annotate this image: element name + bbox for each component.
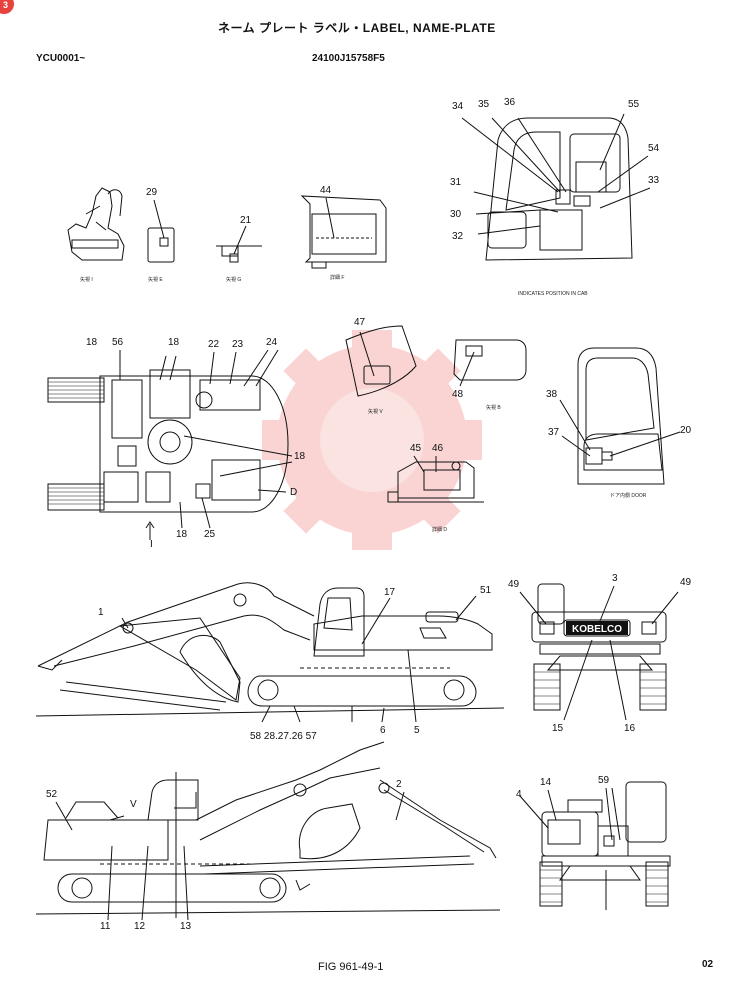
callout-29: 29 [146,187,158,198]
callout-view-v: V [130,799,137,810]
callout-51: 51 [480,585,492,596]
caption-view-e: 矢視 E [148,277,163,283]
callout-20: 20 [680,425,692,436]
callout-25: 25 [204,529,216,540]
callout-35: 35 [478,99,490,110]
figure-number: FIG 961-49-1 [318,961,384,973]
watermark-inner [320,388,424,492]
kobelco-plate-text: KOBELCO [572,624,622,635]
callout-16: 16 [624,723,636,734]
top-plan-view [47,349,293,540]
callout-6: 6 [380,725,386,736]
callout-38: 38 [546,389,558,400]
callout-45: 45 [410,443,422,454]
callout-18-c: 18 [294,451,306,462]
corner-badge-number: 3 [3,0,9,10]
callout-5: 5 [414,725,420,736]
callout-view-d: D [290,487,298,498]
caption-door-inside: ドア内側 DOOR [610,493,647,499]
callout-1: 1 [98,607,104,618]
cab-door-sketch [559,347,681,485]
excavator-side-right [35,582,505,723]
callout-44: 44 [320,185,332,196]
callout-17: 17 [384,587,396,598]
callout-22: 22 [208,339,220,350]
callout-49-right: 49 [680,577,692,588]
callout-33: 33 [648,175,660,186]
caption-detail-d: 詳細 D [432,527,448,533]
caption-view-g: 矢視 G [226,277,242,283]
callout-13: 13 [180,921,192,932]
excavator-side-left [35,741,501,921]
callout-34: 34 [452,101,464,112]
callout-11: 11 [100,921,111,932]
callout-52: 52 [46,789,58,800]
callout-48: 48 [452,389,464,400]
callout-37: 37 [548,427,560,438]
callout-56: 56 [112,337,124,348]
callout-15: 15 [552,723,564,734]
corner-badge: 3 [0,0,14,14]
cab-inside-sketch [461,113,651,261]
callout-3: 3 [612,573,618,584]
callout-46: 46 [432,443,444,454]
callout-31: 31 [450,177,462,188]
detail-d-sketch [387,455,484,503]
callout-18-b: 18 [168,337,180,348]
excavator-rear-bottom [519,781,671,910]
callout-bottom-row: 58 28.27.26 57 [250,731,317,742]
callout-12: 12 [134,921,146,932]
callout-24: 24 [266,337,278,348]
caption-view-v: 矢視 V [368,409,383,415]
caption-detail-f: 詳細 F [330,275,345,281]
caption-view-b: 矢視 B [486,405,501,411]
callout-59: 59 [598,775,610,786]
callout-21: 21 [240,215,252,226]
caption-cab-note: INDICATES POSITION IN CAB [518,291,588,297]
callout-2: 2 [396,779,402,790]
part-number: 24100J15758F5 [312,53,385,64]
callout-23: 23 [232,339,244,350]
operator-seat-sketch [67,187,125,261]
page-number: 02 [702,959,714,970]
excavator-rear-top [519,583,679,721]
view-e-plate [147,227,175,263]
caption-seat-view: 矢視 I [80,277,93,283]
callout-18-d: 18 [176,529,188,540]
kobelco-plate [566,621,628,635]
callout-4: 4 [516,789,522,800]
serial-range: YCU0001~ [36,53,86,64]
callout-55: 55 [628,99,640,110]
callout-32: 32 [452,231,464,242]
detail-f-box [300,195,387,269]
callout-49-left: 49 [508,579,520,590]
view-b-panel [453,339,527,387]
callout-18-a: 18 [86,337,98,348]
callout-14: 14 [540,777,552,788]
page-title: ネーム プレート ラベル・LABEL, NAME-PLATE [218,21,496,35]
view-g-bracket [216,245,262,257]
callout-54: 54 [648,143,660,154]
callout-47: 47 [354,317,366,328]
view-v-panel [345,325,417,397]
callout-view-i: I [150,539,153,550]
callout-30: 30 [450,209,462,220]
callout-36: 36 [504,97,516,108]
